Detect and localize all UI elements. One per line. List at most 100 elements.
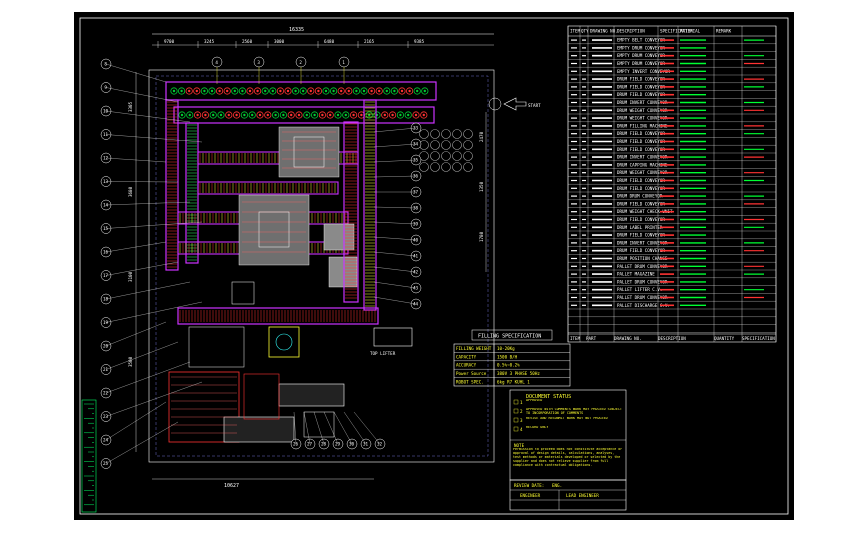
drum-rollers-row-2 [178, 111, 428, 119]
start-arrow: START [488, 97, 541, 111]
callout-leader-lines [105, 63, 417, 464]
middle-conveyor-2 [197, 181, 339, 195]
sheet-border [79, 17, 789, 515]
parts-description: DRUM FILLING MACHINE [617, 123, 668, 128]
callout-number: 9 [104, 85, 107, 90]
parts-header-cell: REMARK [716, 29, 732, 34]
building-outline [148, 69, 495, 463]
filling-spec-label: FILLING WEIGHT [456, 346, 492, 351]
callout-number: 23 [103, 414, 109, 419]
parts-description: DRUM FIELD CONVEYOR [617, 248, 665, 253]
pallet-conveyor-top [177, 307, 379, 325]
parts-description: DRUM FIELD CONVEYOR [617, 233, 665, 238]
callout-number: 30 [349, 442, 355, 447]
filling-spec-label: ACCURACY [456, 363, 477, 368]
left-vertical-dimension: 3100 [128, 271, 133, 282]
parts-table-row: DRUM FIELD CONVEYOR [571, 147, 764, 152]
top-dimension: 2560 [242, 39, 253, 44]
drum-rollers-row-1 [170, 87, 429, 95]
pallet-magazine [278, 383, 345, 407]
status-checkbox[interactable] [513, 399, 519, 405]
filling-spec-value: 0.5%~0.2% [497, 363, 520, 368]
parts-description: DRUM FIELD CONVEYOR [617, 147, 665, 152]
status-number: 3 [520, 418, 523, 423]
parts-table-row: DRUM CAPPING MACHINE [571, 162, 706, 167]
station-callout-number: 2 [299, 60, 302, 65]
filling-spec-title: FILLING SPECIFICATION [478, 334, 541, 340]
pallet-area-left [168, 371, 240, 443]
parts-description: PALLET LIFTER C.V. [617, 287, 662, 292]
top-dimension: 3000 [274, 39, 285, 44]
parts-description: PALLET DRUM CONVEYOR [617, 264, 668, 269]
status-checkbox[interactable] [513, 408, 519, 414]
callout-number: 20 [103, 344, 109, 349]
parts-table-row: DRUM FIELD CONVEYOR [571, 248, 764, 253]
parts-table-row: DRUM INVERT CONVEYOR [571, 155, 764, 160]
callout-number: 29 [335, 442, 341, 447]
parts-table-row: DRUM FIELD CONVEYOR [571, 77, 764, 82]
parts-description: DRUM INVERT CONVEYOR [617, 240, 668, 245]
parts-table-row: DRUM WEIGHT CONVEYOR [571, 108, 764, 113]
parts-description: DRUM FIELD CONVEYOR [617, 92, 665, 97]
callout-number: 14 [103, 203, 109, 208]
legend-strip [81, 399, 97, 513]
callout-circle [100, 270, 112, 281]
engineer-label: ENGINEER [520, 493, 541, 498]
parts-description: PALLET MAGAZINE [617, 272, 655, 277]
callout-number: 16 [103, 250, 109, 255]
parts-description: EMPTY DRUM CONVEYOR [617, 53, 665, 58]
status-text: REVISE AND RESUBMIT WORK MAY NOT PROCEED [526, 417, 608, 420]
parts-footer-cell: SPECIFICATION [742, 336, 775, 341]
top-dimension: 6480 [324, 39, 335, 44]
callout-number: 24 [103, 438, 109, 443]
pallet-lifter [223, 416, 295, 443]
legend-strip-text [84, 403, 94, 506]
callout-number: 10 [103, 109, 109, 114]
status-checkbox[interactable] [513, 417, 519, 423]
callout-number: 22 [103, 391, 109, 396]
parts-description: DRUM FIELD CONVEYOR [617, 178, 665, 183]
parts-footer-cell: QUANTITY [714, 336, 735, 341]
filling-spec-label: Power Source [456, 371, 487, 376]
parts-description: PALLET DRUM CONVEYOR [617, 295, 668, 300]
station-callout-number: 1 [342, 60, 345, 65]
review-date-label: REVIEW DATE: [514, 483, 544, 488]
callout-number: 12 [103, 156, 109, 161]
right-vertical-dimension: 2470 [479, 131, 484, 142]
right-vertical-dimension: 1780 [479, 231, 484, 242]
parts-description: EMPTY BELT CONVEYOR [617, 38, 665, 43]
callout-number: 17 [103, 273, 109, 278]
callout-circle [100, 129, 112, 140]
status-text: APPROVED [526, 399, 543, 402]
parts-table-row: PALLET LIFTER C.V. [571, 287, 764, 292]
callout-circle [100, 152, 112, 164]
callout-number: 25 [103, 461, 109, 466]
parts-table-row: EMPTY DRUM CONVEYOR [571, 45, 706, 50]
parts-table-row: PALLET DISCHARGE C.V. [571, 303, 706, 308]
status-number: 1 [520, 400, 523, 405]
label-printer-block [328, 256, 358, 288]
parts-footer-cell: DRAWING NO. [614, 336, 642, 341]
parts-footer-cell: DESCRIPTION [658, 336, 686, 341]
station-callout-number: 3 [257, 60, 260, 65]
parts-table-row: DRUM FIELD CONVEYOR [571, 186, 706, 191]
overall-dimension: 16335 [289, 27, 304, 33]
parts-table-row: EMPTY DRUM CONVEYOR [571, 61, 764, 66]
bottom-dimension: 10627 [224, 483, 239, 489]
parts-description: DRUM FIELD CONVEYOR [617, 77, 665, 82]
parts-header-cell: DRAWING NO. [590, 29, 618, 34]
status-checkbox[interactable] [513, 426, 519, 432]
parts-description: EMPTY DRUM CONVEYOR [617, 61, 665, 66]
parts-table-row: PALLET DRUM CONVEYOR [571, 264, 764, 269]
parts-table-row: DRUM FIELD CONVEYOR [571, 139, 706, 144]
parts-table-row: DRUM FIELD CONVEYOR [571, 233, 706, 238]
parts-table-row: DRUM FIELD CONVEYOR [571, 131, 764, 136]
review-date-value: ENG. [552, 483, 562, 488]
